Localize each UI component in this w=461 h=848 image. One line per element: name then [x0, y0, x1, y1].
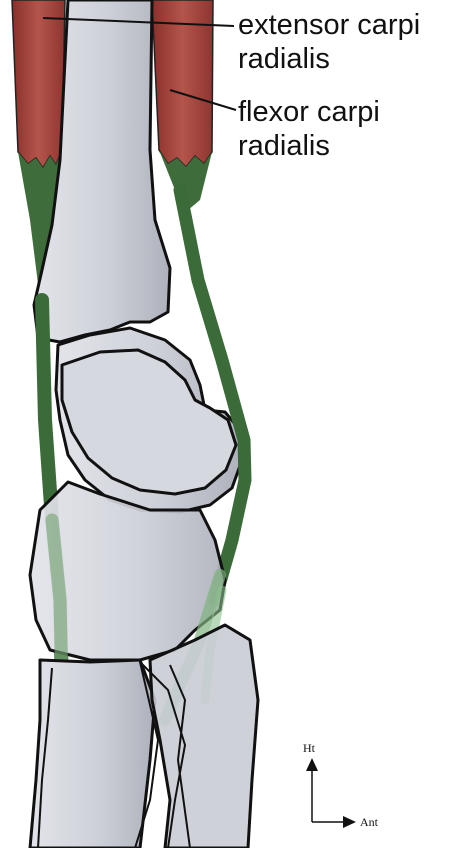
- orientation-indicator: Ht Ant: [303, 741, 379, 829]
- flexor-label-line2: radialis: [238, 130, 330, 162]
- splint-bone: [150, 625, 258, 848]
- metacarpal-bone: [30, 660, 155, 848]
- extensor-label-line1: extensor carpi: [238, 9, 420, 41]
- right-arrow-icon: [343, 816, 356, 828]
- vertical-axis-label: Ht: [303, 741, 316, 755]
- flexor-label-line1: flexor carpi: [238, 96, 380, 128]
- extensor-muscle: [12, 0, 65, 168]
- extensor-label-line2: radialis: [238, 43, 330, 75]
- horizontal-axis-label: Ant: [360, 815, 379, 829]
- up-arrow-icon: [306, 758, 318, 771]
